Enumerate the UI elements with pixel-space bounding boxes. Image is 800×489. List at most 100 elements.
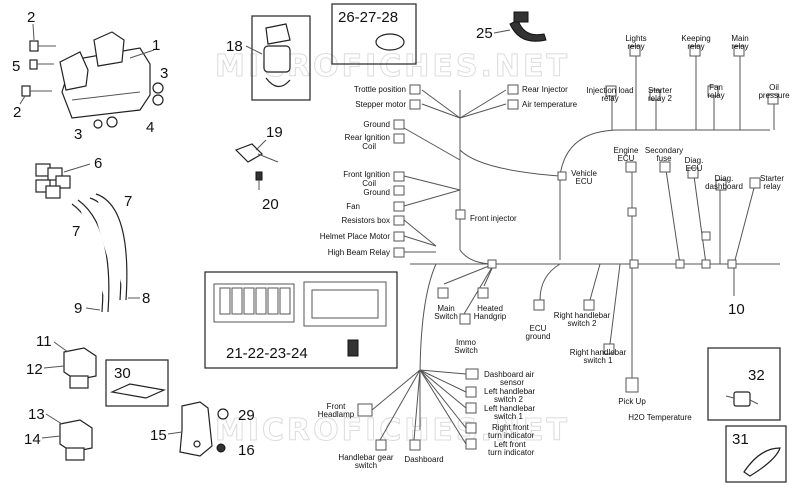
label-oil-pressure-1: Oil [769, 83, 779, 92]
part-30-pad[interactable] [109, 383, 167, 399]
part-3-washer-left[interactable] [93, 119, 103, 129]
part-18-frame [251, 15, 311, 101]
label-secondary-fuse-1: Secondary [645, 146, 683, 155]
label-engine-ecu-1: Engine [614, 146, 639, 155]
label-right-hb-switch-1-2: switch 1 [584, 356, 613, 365]
label-diag-ecu-2: ECU [686, 164, 703, 173]
label-left-front-turn-1: Left front [494, 440, 526, 449]
label-high-beam-relay: High Beam Relay [328, 248, 390, 257]
part-15-bracket[interactable] [179, 401, 213, 457]
harness-labels: Trottle position Stepper motor Rear Inje… [318, 34, 790, 470]
callout-25: 25 [476, 25, 493, 42]
callout-7-right: 7 [124, 193, 132, 210]
part-2-screw-bottom[interactable] [21, 85, 52, 97]
callout-32: 32 [748, 367, 765, 384]
callout-1: 1 [152, 37, 160, 54]
callout-13: 13 [28, 406, 45, 423]
part-13-relay[interactable] [59, 419, 93, 461]
label-heated-handgrip-2: Handgrip [474, 312, 507, 321]
label-keeping-relay-1: Keeping [681, 34, 710, 43]
callout-3-left: 3 [74, 126, 82, 143]
label-starter-relay-2-2: relay 2 [648, 94, 673, 103]
part-3-washer-right[interactable] [152, 82, 164, 94]
part-7-tube-right[interactable] [89, 193, 128, 301]
label-starter-relay-1: Starter [760, 174, 784, 183]
callout-16: 16 [238, 442, 255, 459]
part-21-24-frame [204, 271, 398, 369]
part-20-screw[interactable] [255, 171, 263, 190]
label-right-front-turn-1: Right front [492, 423, 530, 432]
part-2-screw-top[interactable] [29, 40, 56, 52]
label-left-hb-switch-1-2: switch 1 [494, 412, 523, 421]
part-25-strap[interactable] [509, 11, 547, 42]
part-30-frame [105, 359, 169, 407]
label-starter-relay-2-1: Starter [648, 86, 672, 95]
label-dashboard-air-sensor-2: sensor [500, 378, 524, 387]
label-rear-ignition-coil-1: Rear Ignition [345, 133, 390, 142]
callout-8: 8 [142, 290, 150, 307]
part-26-28-frame [331, 3, 417, 65]
label-rear-injector: Rear Injector [522, 85, 568, 94]
callout-14: 14 [24, 431, 41, 448]
label-oil-pressure-2: pressure [758, 91, 790, 100]
label-main-relay-1: Main [731, 34, 748, 43]
callout-3-right: 3 [160, 65, 168, 82]
label-right-hb-switch-2-1: Right handlebar [554, 311, 611, 320]
callout-12: 12 [26, 361, 43, 378]
label-immo-switch-2: Switch [454, 346, 478, 355]
label-trottle-position: Trottle position [354, 85, 406, 94]
label-front-headlamp-1: Front [327, 402, 346, 411]
callout-9: 9 [74, 300, 82, 317]
label-lights-relay-2: relay [627, 42, 644, 51]
callout-18: 18 [226, 38, 243, 55]
label-diag-dashboard-1: Diag. [715, 174, 734, 183]
part-21-24-fusebox[interactable] [213, 281, 387, 357]
part-4-nut-right[interactable] [152, 94, 164, 106]
label-ecu-ground-1: ECU [530, 324, 547, 333]
part-26-28-clamp[interactable] [375, 33, 405, 51]
part-18-horn-relay[interactable] [263, 23, 291, 88]
label-injection-load-relay-1: Injection load [586, 86, 633, 95]
harness-wires [371, 56, 780, 445]
callout-31: 31 [732, 431, 749, 448]
part-1-relay-holder[interactable] [59, 31, 155, 119]
part-32-frame [707, 347, 781, 421]
label-right-hb-switch-1-1: Right handlebar [570, 348, 627, 357]
label-helmet-place-motor: Helmet Place Motor [320, 232, 391, 241]
part-5-screw[interactable] [29, 59, 54, 70]
callout-19: 19 [266, 124, 283, 141]
label-h2o-temperature: H2O Temperature [628, 413, 692, 422]
callout-30: 30 [114, 365, 131, 382]
label-pick-up: Pick Up [618, 397, 646, 406]
harness-connectors [357, 45, 779, 451]
label-engine-ecu-2: ECU [618, 154, 635, 163]
part-29-washer[interactable] [217, 408, 229, 420]
callout-6: 6 [94, 155, 102, 172]
label-left-hb-switch-2-2: switch 2 [494, 395, 523, 404]
label-main-switch-1: Main [437, 304, 454, 313]
callout-2-top: 2 [27, 9, 35, 26]
label-ground-1: Ground [363, 120, 390, 129]
callout-4: 4 [146, 119, 154, 136]
label-main-switch-2: Switch [434, 312, 458, 321]
callout-11: 11 [36, 333, 52, 350]
label-front-headlamp-2: Headlamp [318, 410, 355, 419]
part-19-sensor[interactable] [234, 143, 279, 163]
part-31-cable-tie[interactable] [743, 447, 781, 477]
label-left-hb-switch-2-1: Left handlebar [484, 387, 535, 396]
part-32-sensor[interactable] [725, 391, 759, 407]
part-11-relay[interactable] [63, 347, 97, 389]
label-starter-relay-2: relay [763, 182, 780, 191]
part-16-nut[interactable] [216, 443, 226, 453]
callout-5: 5 [12, 58, 20, 75]
label-front-ignition-coil-1: Front Ignition [343, 170, 390, 179]
callout-29: 29 [238, 407, 255, 424]
label-vehicle-ecu-1: Vehicle [571, 169, 597, 178]
part-6-connectors[interactable] [35, 163, 91, 199]
part-4-nut-left[interactable] [106, 116, 118, 128]
callout-20: 20 [262, 196, 279, 213]
label-dashboard-air-sensor-1: Dashboard air [484, 370, 535, 379]
part-31-frame [725, 425, 787, 483]
label-front-ignition-coil-2: Coil [362, 179, 376, 188]
